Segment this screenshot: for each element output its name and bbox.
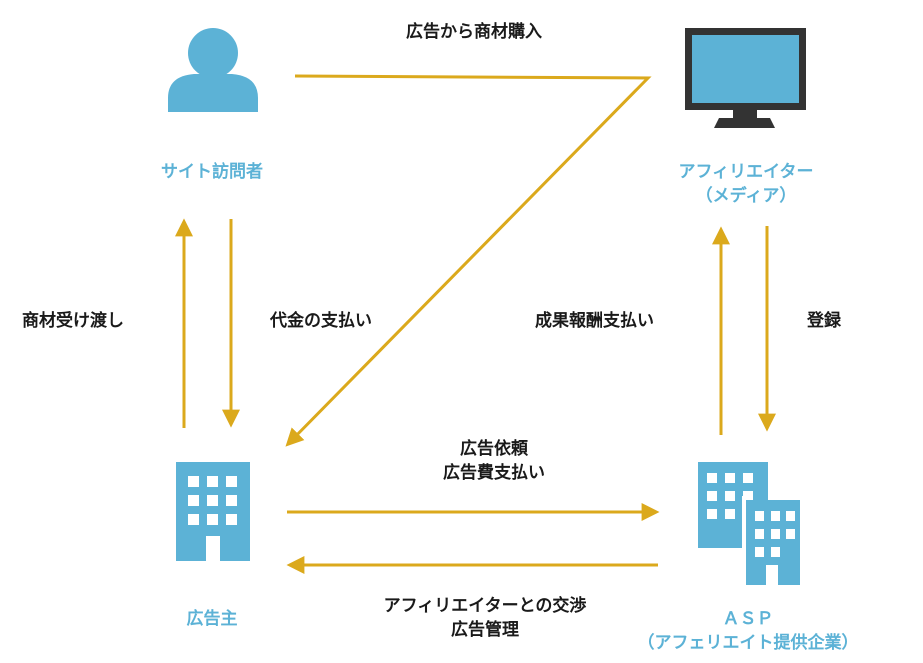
reward-label: 成果報酬支払い bbox=[535, 311, 654, 331]
monitor-icon bbox=[685, 28, 806, 128]
asp-sublabel: （アフェリエイト提供企業） bbox=[637, 633, 859, 653]
negotiation-sublabel: 広告管理 bbox=[451, 620, 519, 640]
purchase-arrow bbox=[285, 74, 652, 447]
payment-label: 代金の支払い bbox=[270, 311, 372, 331]
advertiser-label: 広告主 bbox=[186, 609, 238, 629]
person-icon bbox=[168, 28, 258, 112]
request-label: 広告依頼 bbox=[460, 439, 528, 459]
building-icon bbox=[176, 462, 250, 561]
delivery-label: 商材受け渡し bbox=[22, 311, 124, 331]
asp-label: ＡＳＰ bbox=[722, 609, 774, 629]
affiliate-sublabel: （メディア） bbox=[695, 186, 797, 206]
negotiation-label: アフィリエイターとの交渉 bbox=[383, 596, 587, 616]
two-buildings-icon bbox=[698, 462, 800, 585]
register-label: 登録 bbox=[807, 311, 841, 331]
purchase-label: 広告から商材購入 bbox=[406, 22, 542, 42]
request-sublabel: 広告費支払い bbox=[443, 463, 545, 483]
affiliate-label: アフィリエイター bbox=[678, 162, 814, 182]
visitor-label: サイト訪問者 bbox=[161, 162, 263, 182]
